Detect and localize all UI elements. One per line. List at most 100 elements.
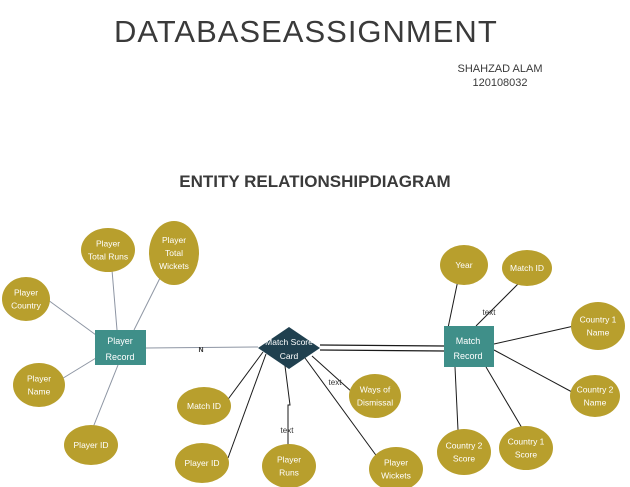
attribute-ellipse xyxy=(149,221,199,285)
relationship-label-line: Card xyxy=(280,351,299,361)
line-player-id-left xyxy=(91,364,119,431)
attribute-ellipse xyxy=(349,374,401,418)
attribute-label-line: Match ID xyxy=(510,263,544,273)
line-match-id-right xyxy=(475,281,521,327)
attribute-label-line: Total Runs xyxy=(88,252,128,262)
entity-label-line: Match xyxy=(456,336,481,346)
attribute-ellipse xyxy=(570,375,620,417)
attribute-label-line: Name xyxy=(587,328,610,338)
connector-lines xyxy=(47,269,575,459)
line-player-total-wickets xyxy=(133,277,161,331)
label-text-runs: text xyxy=(281,426,295,435)
attribute-label-line: Player xyxy=(277,455,301,465)
attribute-label-line: Player xyxy=(96,239,120,249)
entity-label-line: Record xyxy=(105,352,134,362)
attribute-ellipse xyxy=(64,425,118,465)
attribute-label-line: Name xyxy=(584,398,607,408)
attribute-ellipse xyxy=(437,429,491,475)
line-country2-name xyxy=(493,349,573,393)
entity-player-record[interactable]: Player Record xyxy=(95,330,146,365)
line-country1-name xyxy=(493,325,575,345)
attribute-label-line: Match ID xyxy=(187,401,221,411)
attribute-label-line: Wickets xyxy=(381,471,411,481)
relationship-match-score-card[interactable]: Match Score Card xyxy=(258,327,320,369)
author-id: 120108032 xyxy=(472,77,528,89)
attribute-ellipse xyxy=(502,250,552,286)
attribute-label-line: Runs xyxy=(279,468,299,478)
attribute-label-line: Total xyxy=(165,248,183,258)
attribute-ellipse xyxy=(13,363,65,407)
attribute-label-line: Year xyxy=(455,260,472,270)
attribute-match-id-right[interactable]: Match ID xyxy=(502,250,552,286)
attribute-label-line: Player ID xyxy=(185,458,220,468)
attribute-ellipse xyxy=(369,447,423,487)
attribute-label-line: Country xyxy=(11,301,42,311)
line-country1-score xyxy=(485,366,523,429)
line-scorecard-to-match-b xyxy=(319,349,445,352)
entity-match-record[interactable]: Match Record xyxy=(444,326,494,367)
attribute-label-line: Score xyxy=(453,454,475,464)
line-player-to-scorecard xyxy=(145,346,259,349)
attribute-label-line: Country 1 xyxy=(508,437,545,447)
attribute-match-id-mid[interactable]: Match ID xyxy=(177,387,231,425)
attribute-ellipse xyxy=(571,302,625,350)
attribute-label-line: Player xyxy=(14,288,38,298)
page-title: DATABASEASSIGNMENT xyxy=(114,14,498,49)
relationship-label-line: Match Score xyxy=(265,337,313,347)
attribute-label-line: Player xyxy=(27,374,51,384)
attribute-ellipse xyxy=(175,443,229,483)
author-block: SHAHZAD ALAM 120108032 xyxy=(440,62,560,90)
attribute-label-line: Country 1 xyxy=(580,315,617,325)
attribute-label-line: Player ID xyxy=(74,440,109,450)
label-text-dismissal: text xyxy=(329,378,343,387)
entity-label-line: Player xyxy=(107,336,133,346)
diagram-subtitle: ENTITY RELATIONSHIPDIAGRAM xyxy=(179,172,451,191)
attribute-label-line: Player xyxy=(384,458,408,468)
attribute-ellipse xyxy=(177,387,231,425)
attribute-country1-score[interactable]: Country 1 Score xyxy=(499,426,553,470)
attribute-ellipse xyxy=(440,245,488,285)
attribute-label-line: Player xyxy=(162,235,186,245)
attribute-label-line: Score xyxy=(515,450,537,460)
attribute-ellipse xyxy=(81,228,135,272)
attribute-country1-name[interactable]: Country 1 Name xyxy=(571,302,625,350)
attribute-label-line: Wickets xyxy=(159,261,189,271)
attribute-year[interactable]: Year xyxy=(440,245,488,285)
attribute-label-line: Name xyxy=(28,387,51,397)
line-scorecard-to-match-a xyxy=(319,344,445,347)
line-player-name xyxy=(59,357,97,381)
line-ways-of-dismissal xyxy=(311,355,353,393)
line-player-id-mid xyxy=(227,353,267,459)
attribute-ways-of-dismissal[interactable]: Ways of Dismissal xyxy=(349,374,401,418)
line-player-total-runs xyxy=(111,269,118,331)
attribute-ellipse xyxy=(499,426,553,470)
attribute-player-id-mid[interactable]: Player ID xyxy=(175,443,229,483)
author-name: SHAHZAD ALAM xyxy=(457,63,543,75)
attribute-label-line: Country 2 xyxy=(446,441,483,451)
line-match-id-mid xyxy=(225,351,264,403)
attribute-ellipse xyxy=(262,444,316,487)
attribute-label-line: Dismissal xyxy=(357,398,393,408)
attribute-label-line: Ways of xyxy=(360,385,391,395)
line-player-runs xyxy=(283,357,291,450)
attribute-label-line: Country 2 xyxy=(577,385,614,395)
attribute-ellipse xyxy=(2,277,50,321)
line-player-wickets xyxy=(304,357,379,459)
cardinality-n: N xyxy=(198,347,203,354)
line-player-country xyxy=(47,299,97,336)
attribute-country2-name[interactable]: Country 2 Name xyxy=(570,375,620,417)
line-year xyxy=(447,279,459,329)
line-country2-score xyxy=(454,366,459,431)
label-text-match: text xyxy=(483,308,497,317)
attribute-player-id-left[interactable]: Player ID xyxy=(64,425,118,465)
attribute-country2-score[interactable]: Country 2 Score xyxy=(437,429,491,475)
entity-label-line: Record xyxy=(453,351,482,361)
